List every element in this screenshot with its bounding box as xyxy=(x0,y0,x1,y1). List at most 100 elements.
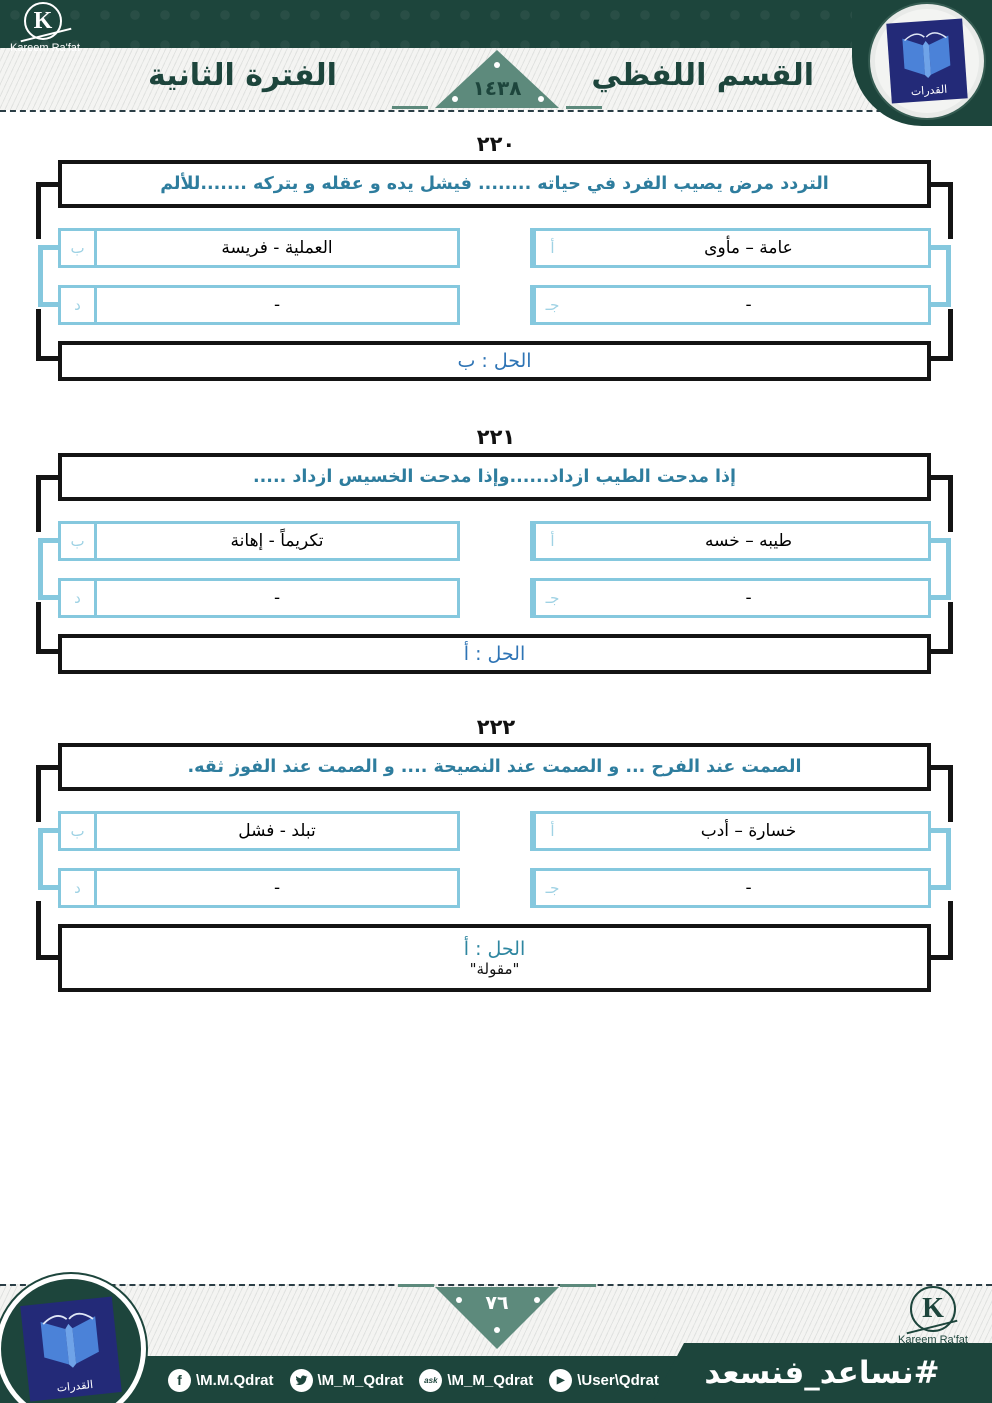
triangle-dot xyxy=(494,62,500,68)
option-a-label: أ xyxy=(533,231,569,265)
social-youtube: ▶ \User\Qdrat xyxy=(549,1368,659,1392)
option-a: عامة – مأوى أ xyxy=(530,228,931,268)
question-prompt-box: التردد مرض يصيب الفرد في حياته ........ … xyxy=(58,160,931,208)
option-connector xyxy=(931,828,951,890)
triangle-dot xyxy=(456,1297,462,1303)
answer-text: الحل : ب xyxy=(457,350,532,372)
option-a-label: أ xyxy=(533,814,569,848)
option-b: تبلد - فشل ب xyxy=(58,811,460,851)
header-band xyxy=(0,0,992,48)
option-c: - جـ xyxy=(530,868,931,908)
twitter-icon xyxy=(289,1368,313,1392)
brand-name: Kareem Ra'fat xyxy=(10,42,80,54)
option-c: - جـ xyxy=(530,285,931,325)
bracket xyxy=(931,182,953,239)
question-number: ٢٢٢ xyxy=(476,715,516,739)
bracket xyxy=(36,602,58,654)
option-b-text: العملية - فريسة xyxy=(221,238,333,258)
social-ask: ask \M_M_Qdrat xyxy=(419,1368,534,1392)
option-a-text: عامة – مأوى xyxy=(704,238,793,258)
bracket xyxy=(931,475,953,532)
question-number: ٢٢٠ xyxy=(476,132,516,156)
triangle-base-mark xyxy=(398,1284,434,1287)
youtube-handle: \User\Qdrat xyxy=(577,1371,659,1389)
answer-text: الحل : أ xyxy=(463,643,526,665)
option-d: - د xyxy=(58,578,460,618)
bracket xyxy=(931,765,953,822)
answer-box: الحل : ب xyxy=(58,341,931,381)
option-d: - د xyxy=(58,285,460,325)
option-a-label: أ xyxy=(533,524,569,558)
question-number: ٢٢١ xyxy=(476,425,516,449)
option-connector xyxy=(38,245,58,307)
question-block-222: ٢٢٢ الصمت عند الفرح ... و الصمت عند النص… xyxy=(0,715,992,1005)
option-d-label: د xyxy=(61,581,97,615)
bracket xyxy=(931,309,953,361)
question-prompt: الصمت عند الفرح ... و الصمت عند النصيحة … xyxy=(187,757,802,777)
bracket xyxy=(931,901,953,960)
social-links: f \M.M.Qdrat \M_M_Qdrat ask \M_M_Qdrat ▶… xyxy=(168,1358,659,1402)
answer-text: الحل : أ xyxy=(463,938,526,960)
open-book-icon: القدرات xyxy=(20,1296,122,1402)
ask-handle: \M_M_Qdrat xyxy=(447,1371,534,1389)
brand-name: Kareem Ra'fat xyxy=(898,1334,968,1346)
bracket xyxy=(931,602,953,654)
triangle-base-mark xyxy=(566,106,602,109)
option-c-text: - xyxy=(745,295,752,315)
triangle-dot xyxy=(494,1327,500,1333)
triangle-base-mark xyxy=(392,106,428,109)
option-b-label: ب xyxy=(61,814,97,848)
hashtag-text: #نساعد_فنسعد xyxy=(704,1355,940,1391)
option-d: - د xyxy=(58,868,460,908)
question-block-220: ٢٢٠ التردد مرض يصيب الفرد في حياته .....… xyxy=(0,132,992,387)
facebook-handle: \M.M.Qdrat xyxy=(196,1371,274,1389)
period-title: الفترة الثانية xyxy=(148,58,337,93)
answer-box: الحل : أ "مقولة" xyxy=(58,924,931,992)
ask-icon: ask xyxy=(419,1368,443,1392)
option-d-label: د xyxy=(61,871,97,905)
option-connector xyxy=(38,538,58,600)
option-c-text: - xyxy=(745,588,752,608)
option-a-text: خسارة – أدب xyxy=(700,821,797,841)
k-logo-icon: K xyxy=(910,1286,956,1332)
question-prompt-box: الصمت عند الفرح ... و الصمت عند النصيحة … xyxy=(58,743,931,791)
open-book-icon: القدرات xyxy=(886,18,968,104)
bracket xyxy=(36,765,58,822)
qudrat-logo: القدرات xyxy=(870,4,984,118)
bracket xyxy=(36,475,58,532)
bracket xyxy=(36,309,58,361)
option-c-label: جـ xyxy=(533,871,569,905)
option-c-text: - xyxy=(745,878,752,898)
option-d-text: - xyxy=(273,878,281,898)
logo-caption: القدرات xyxy=(910,82,948,99)
social-facebook: f \M.M.Qdrat xyxy=(168,1368,274,1392)
option-d-label: د xyxy=(61,288,97,322)
triangle-dot xyxy=(534,1297,540,1303)
triangle-base-mark xyxy=(560,1284,596,1287)
social-twitter: \M_M_Qdrat xyxy=(289,1368,404,1392)
youtube-icon: ▶ xyxy=(549,1368,573,1392)
year-number: ١٤٣٨ xyxy=(472,76,522,100)
question-prompt: إذا مدحت الطيب ازداد......وإذا مدحت الخس… xyxy=(253,467,736,487)
question-prompt-box: إذا مدحت الطيب ازداد......وإذا مدحت الخس… xyxy=(58,453,931,501)
question-block-221: ٢٢١ إذا مدحت الطيب ازداد......وإذا مدحت … xyxy=(0,425,992,680)
brand-logo-top-left: K Kareem Ra'fat xyxy=(10,2,120,54)
option-connector xyxy=(38,828,58,890)
hashtag-panel: #نساعد_فنسعد xyxy=(652,1343,992,1403)
option-a-text: طيبه – خسه xyxy=(705,531,793,551)
page-number: ٧٦ xyxy=(485,1292,509,1314)
option-b: العملية - فريسة ب xyxy=(58,228,460,268)
twitter-handle: \M_M_Qdrat xyxy=(317,1371,404,1389)
bracket xyxy=(36,182,58,239)
brand-logo-bottom-right: K Kareem Ra'fat xyxy=(888,1286,978,1346)
option-connector xyxy=(931,245,951,307)
option-b-label: ب xyxy=(61,231,97,265)
option-c: - جـ xyxy=(530,578,931,618)
option-a: خسارة – أدب أ xyxy=(530,811,931,851)
option-c-label: جـ xyxy=(533,288,569,322)
option-c-label: جـ xyxy=(533,581,569,615)
bracket xyxy=(36,901,58,960)
option-b-label: ب xyxy=(61,524,97,558)
option-b-text: تكريماً - إهانة xyxy=(230,531,324,551)
